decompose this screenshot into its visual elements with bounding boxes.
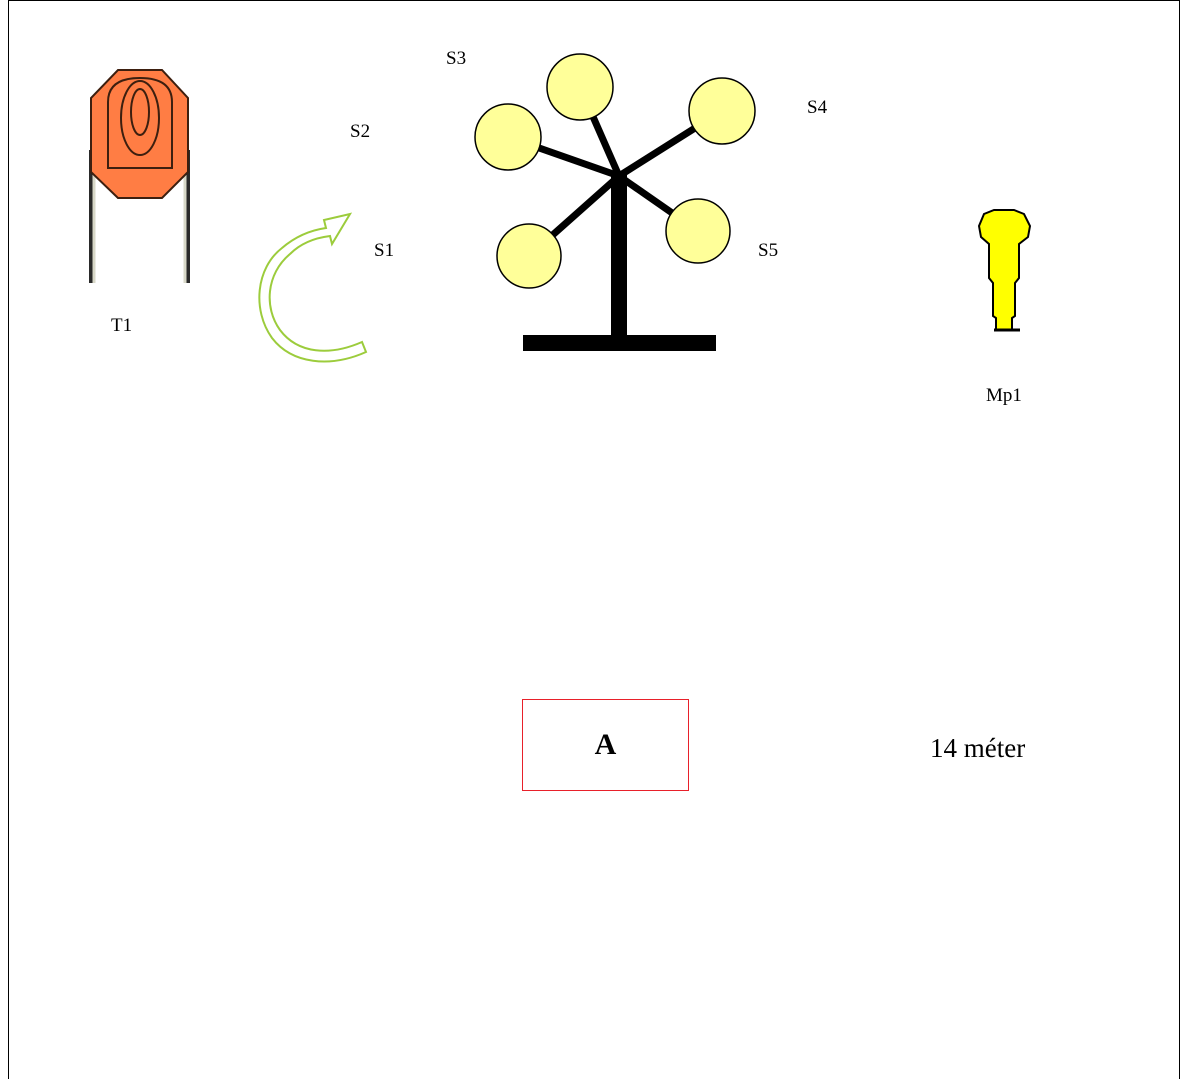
plate-s3-label: S3 xyxy=(446,48,467,69)
steel-plate-s1 xyxy=(496,223,562,289)
plate-s5-label: S5 xyxy=(758,240,779,261)
steel-plate-s5 xyxy=(665,198,731,264)
rotation-arrow-icon xyxy=(258,212,368,363)
steel-plate-s2 xyxy=(474,103,542,171)
popper-mp1-icon xyxy=(977,209,1032,332)
steel-plate-s3 xyxy=(546,53,614,121)
plate-s1-label: S1 xyxy=(374,240,395,261)
shooting-box-a-label: A xyxy=(594,728,617,761)
target-t1-label: T1 xyxy=(111,315,133,336)
popper-mp1-label: Mp1 xyxy=(986,385,1022,406)
distance-label: 14 méter xyxy=(930,733,1026,763)
plate-rack-icon xyxy=(474,53,756,351)
plate-s2-label: S2 xyxy=(350,121,371,142)
diagram-frame xyxy=(8,0,1180,1079)
plate-s4-label: S4 xyxy=(807,97,828,118)
shooting-box-a: A xyxy=(522,699,689,791)
steel-plate-s4 xyxy=(688,77,756,145)
target-t1-icon xyxy=(89,69,190,283)
